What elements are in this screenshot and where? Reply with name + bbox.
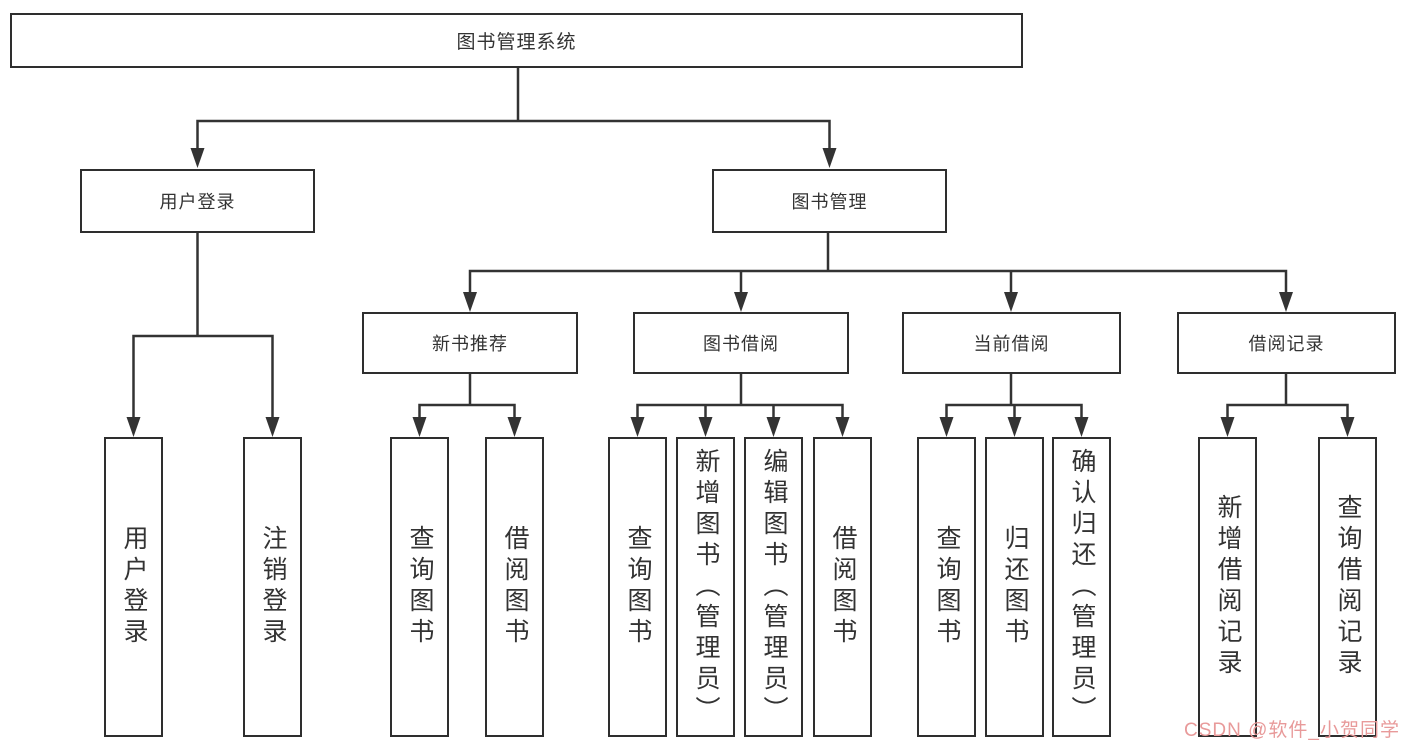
node-borrow-records: 借阅记录 [1177,312,1396,374]
leaf-query-borrow-record: 查询借阅记录 [1318,437,1377,737]
leaf-add-books-admin: 新增图书（管理员） [676,437,735,737]
node-label: 图书管理 [791,192,868,212]
leaf-user-login: 用户登录 [104,437,163,737]
leaf-borrow-books-2: 借阅图书 [813,437,872,737]
node-label: 用户登录 [159,192,236,212]
leaf-confirm-return-admin: 确认归还（管理员） [1052,437,1111,737]
node-current-borrow: 当前借阅 [902,312,1121,374]
node-label: 新书推荐 [432,334,508,354]
node-label: 借阅记录 [1248,334,1325,354]
node-label: 当前借阅 [973,334,1050,354]
node-label: 新增图书（管理员） [692,447,720,727]
node-label: 新增借阅记录 [1214,494,1242,680]
node-book-management: 图书管理 [712,169,947,233]
leaf-logout: 注销登录 [243,437,302,737]
node-label: 查询图书 [406,525,434,649]
leaf-add-borrow-record: 新增借阅记录 [1198,437,1257,737]
csdn-watermark: CSDN @软件_小贺同学 [1184,720,1400,741]
node-user-login: 用户登录 [80,169,315,233]
leaf-query-books-3: 查询图书 [917,437,976,737]
leaf-query-books-1: 查询图书 [390,437,449,737]
leaf-return-books: 归还图书 [985,437,1044,737]
node-label: 归还图书 [1001,525,1029,649]
node-label: 图书借阅 [703,334,779,354]
node-label: 图书管理系统 [456,32,577,53]
leaf-query-books-2: 查询图书 [608,437,667,737]
node-new-book-recommend: 新书推荐 [362,312,578,374]
node-label: 借阅图书 [501,525,529,649]
leaf-edit-books-admin: 编辑图书（管理员） [744,437,803,737]
node-label: 注销登录 [259,525,287,649]
node-book-borrow: 图书借阅 [633,312,849,374]
node-book-management-system: 图书管理系统 [10,13,1023,68]
node-label: 用户登录 [120,525,148,649]
node-label: 编辑图书（管理员） [760,447,788,727]
node-label: 查询借阅记录 [1334,494,1362,680]
leaf-borrow-books-1: 借阅图书 [485,437,544,737]
node-label: 借阅图书 [829,525,857,649]
node-label: 确认归还（管理员） [1068,447,1096,727]
node-label: 查询图书 [933,525,961,649]
node-label: 查询图书 [624,525,652,649]
